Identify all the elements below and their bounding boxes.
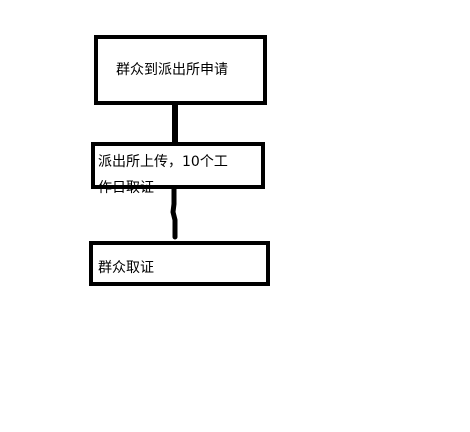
connector-apply-to-upload xyxy=(172,104,178,143)
node-collect-box xyxy=(89,241,270,286)
node-apply-box xyxy=(94,35,267,105)
node-upload-label-line1: 派出所上传，10个工 xyxy=(98,154,228,170)
node-apply-label: 群众到派出所申请 xyxy=(116,62,228,78)
node-collect-label: 群众取证 xyxy=(98,260,154,276)
connector-upload-to-collect xyxy=(170,186,178,240)
node-upload-box xyxy=(91,142,265,189)
node-upload-label-line2: 作日取证 xyxy=(98,180,154,196)
